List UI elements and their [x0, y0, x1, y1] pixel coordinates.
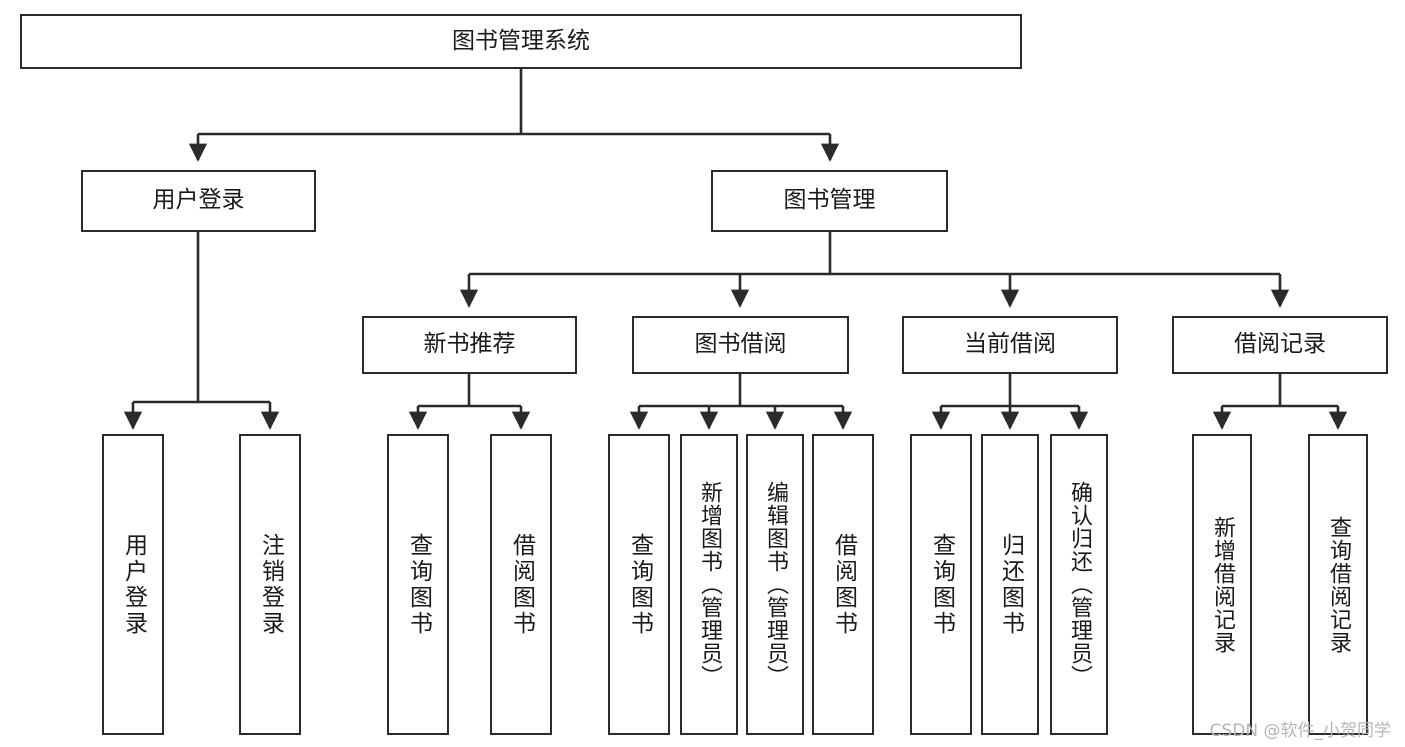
node-book-borrow[interactable]: 图书借阅 — [632, 316, 849, 374]
node-leaf-query-book-1-label: 查询图书 — [405, 532, 432, 637]
node-leaf-borrow-book-2[interactable]: 借阅图书 — [812, 434, 874, 735]
node-borrow-record-label: 借阅记录 — [1234, 331, 1326, 358]
node-leaf-query-book-3-label: 查询图书 — [928, 532, 955, 637]
node-current-borrow-label: 当前借阅 — [964, 331, 1056, 358]
node-leaf-borrow-book-1-label: 借阅图书 — [508, 532, 535, 637]
node-leaf-add-record[interactable]: 新增借阅记录 — [1192, 434, 1252, 735]
node-current-borrow[interactable]: 当前借阅 — [902, 316, 1118, 374]
node-root[interactable]: 图书管理系统 — [20, 14, 1022, 69]
node-leaf-query-record[interactable]: 查询借阅记录 — [1308, 434, 1368, 735]
node-book-borrow-label: 图书借阅 — [694, 331, 787, 358]
node-leaf-logout[interactable]: 注销登录 — [239, 434, 301, 735]
node-leaf-query-book-2-label: 查询图书 — [626, 532, 653, 637]
node-leaf-user-login[interactable]: 用户登录 — [102, 434, 164, 735]
node-new-book-recommend[interactable]: 新书推荐 — [362, 316, 577, 374]
node-leaf-return-book[interactable]: 归还图书 — [981, 434, 1039, 735]
node-leaf-query-book-3[interactable]: 查询图书 — [910, 434, 972, 735]
node-leaf-user-login-label: 用户登录 — [120, 532, 147, 637]
node-leaf-confirm-return-label: 确认归还（管理员） — [1067, 481, 1092, 688]
node-leaf-confirm-return[interactable]: 确认归还（管理员） — [1050, 434, 1108, 735]
watermark: CSDN @软件_小贺同学 — [1209, 721, 1391, 741]
node-leaf-add-record-label: 新增借阅记录 — [1210, 515, 1235, 654]
node-user-login-label: 用户登录 — [152, 187, 245, 214]
node-leaf-edit-book[interactable]: 编辑图书（管理员） — [746, 434, 804, 735]
node-book-manage-label: 图书管理 — [783, 187, 876, 214]
node-new-book-recommend-label: 新书推荐 — [423, 331, 516, 358]
node-leaf-query-record-label: 查询借阅记录 — [1326, 515, 1351, 654]
node-book-manage[interactable]: 图书管理 — [711, 170, 948, 232]
node-borrow-record[interactable]: 借阅记录 — [1172, 316, 1388, 374]
node-leaf-add-book-label: 新增图书（管理员） — [697, 481, 722, 688]
node-root-label: 图书管理系统 — [452, 27, 590, 54]
node-leaf-query-book-1[interactable]: 查询图书 — [387, 434, 449, 735]
node-leaf-add-book[interactable]: 新增图书（管理员） — [680, 434, 738, 735]
node-user-login[interactable]: 用户登录 — [81, 170, 316, 232]
node-leaf-borrow-book-1[interactable]: 借阅图书 — [490, 434, 552, 735]
node-leaf-edit-book-label: 编辑图书（管理员） — [763, 481, 788, 688]
node-leaf-query-book-2[interactable]: 查询图书 — [608, 434, 670, 735]
node-leaf-return-book-label: 归还图书 — [997, 532, 1024, 637]
node-leaf-borrow-book-2-label: 借阅图书 — [830, 532, 857, 637]
node-leaf-logout-label: 注销登录 — [257, 532, 284, 637]
